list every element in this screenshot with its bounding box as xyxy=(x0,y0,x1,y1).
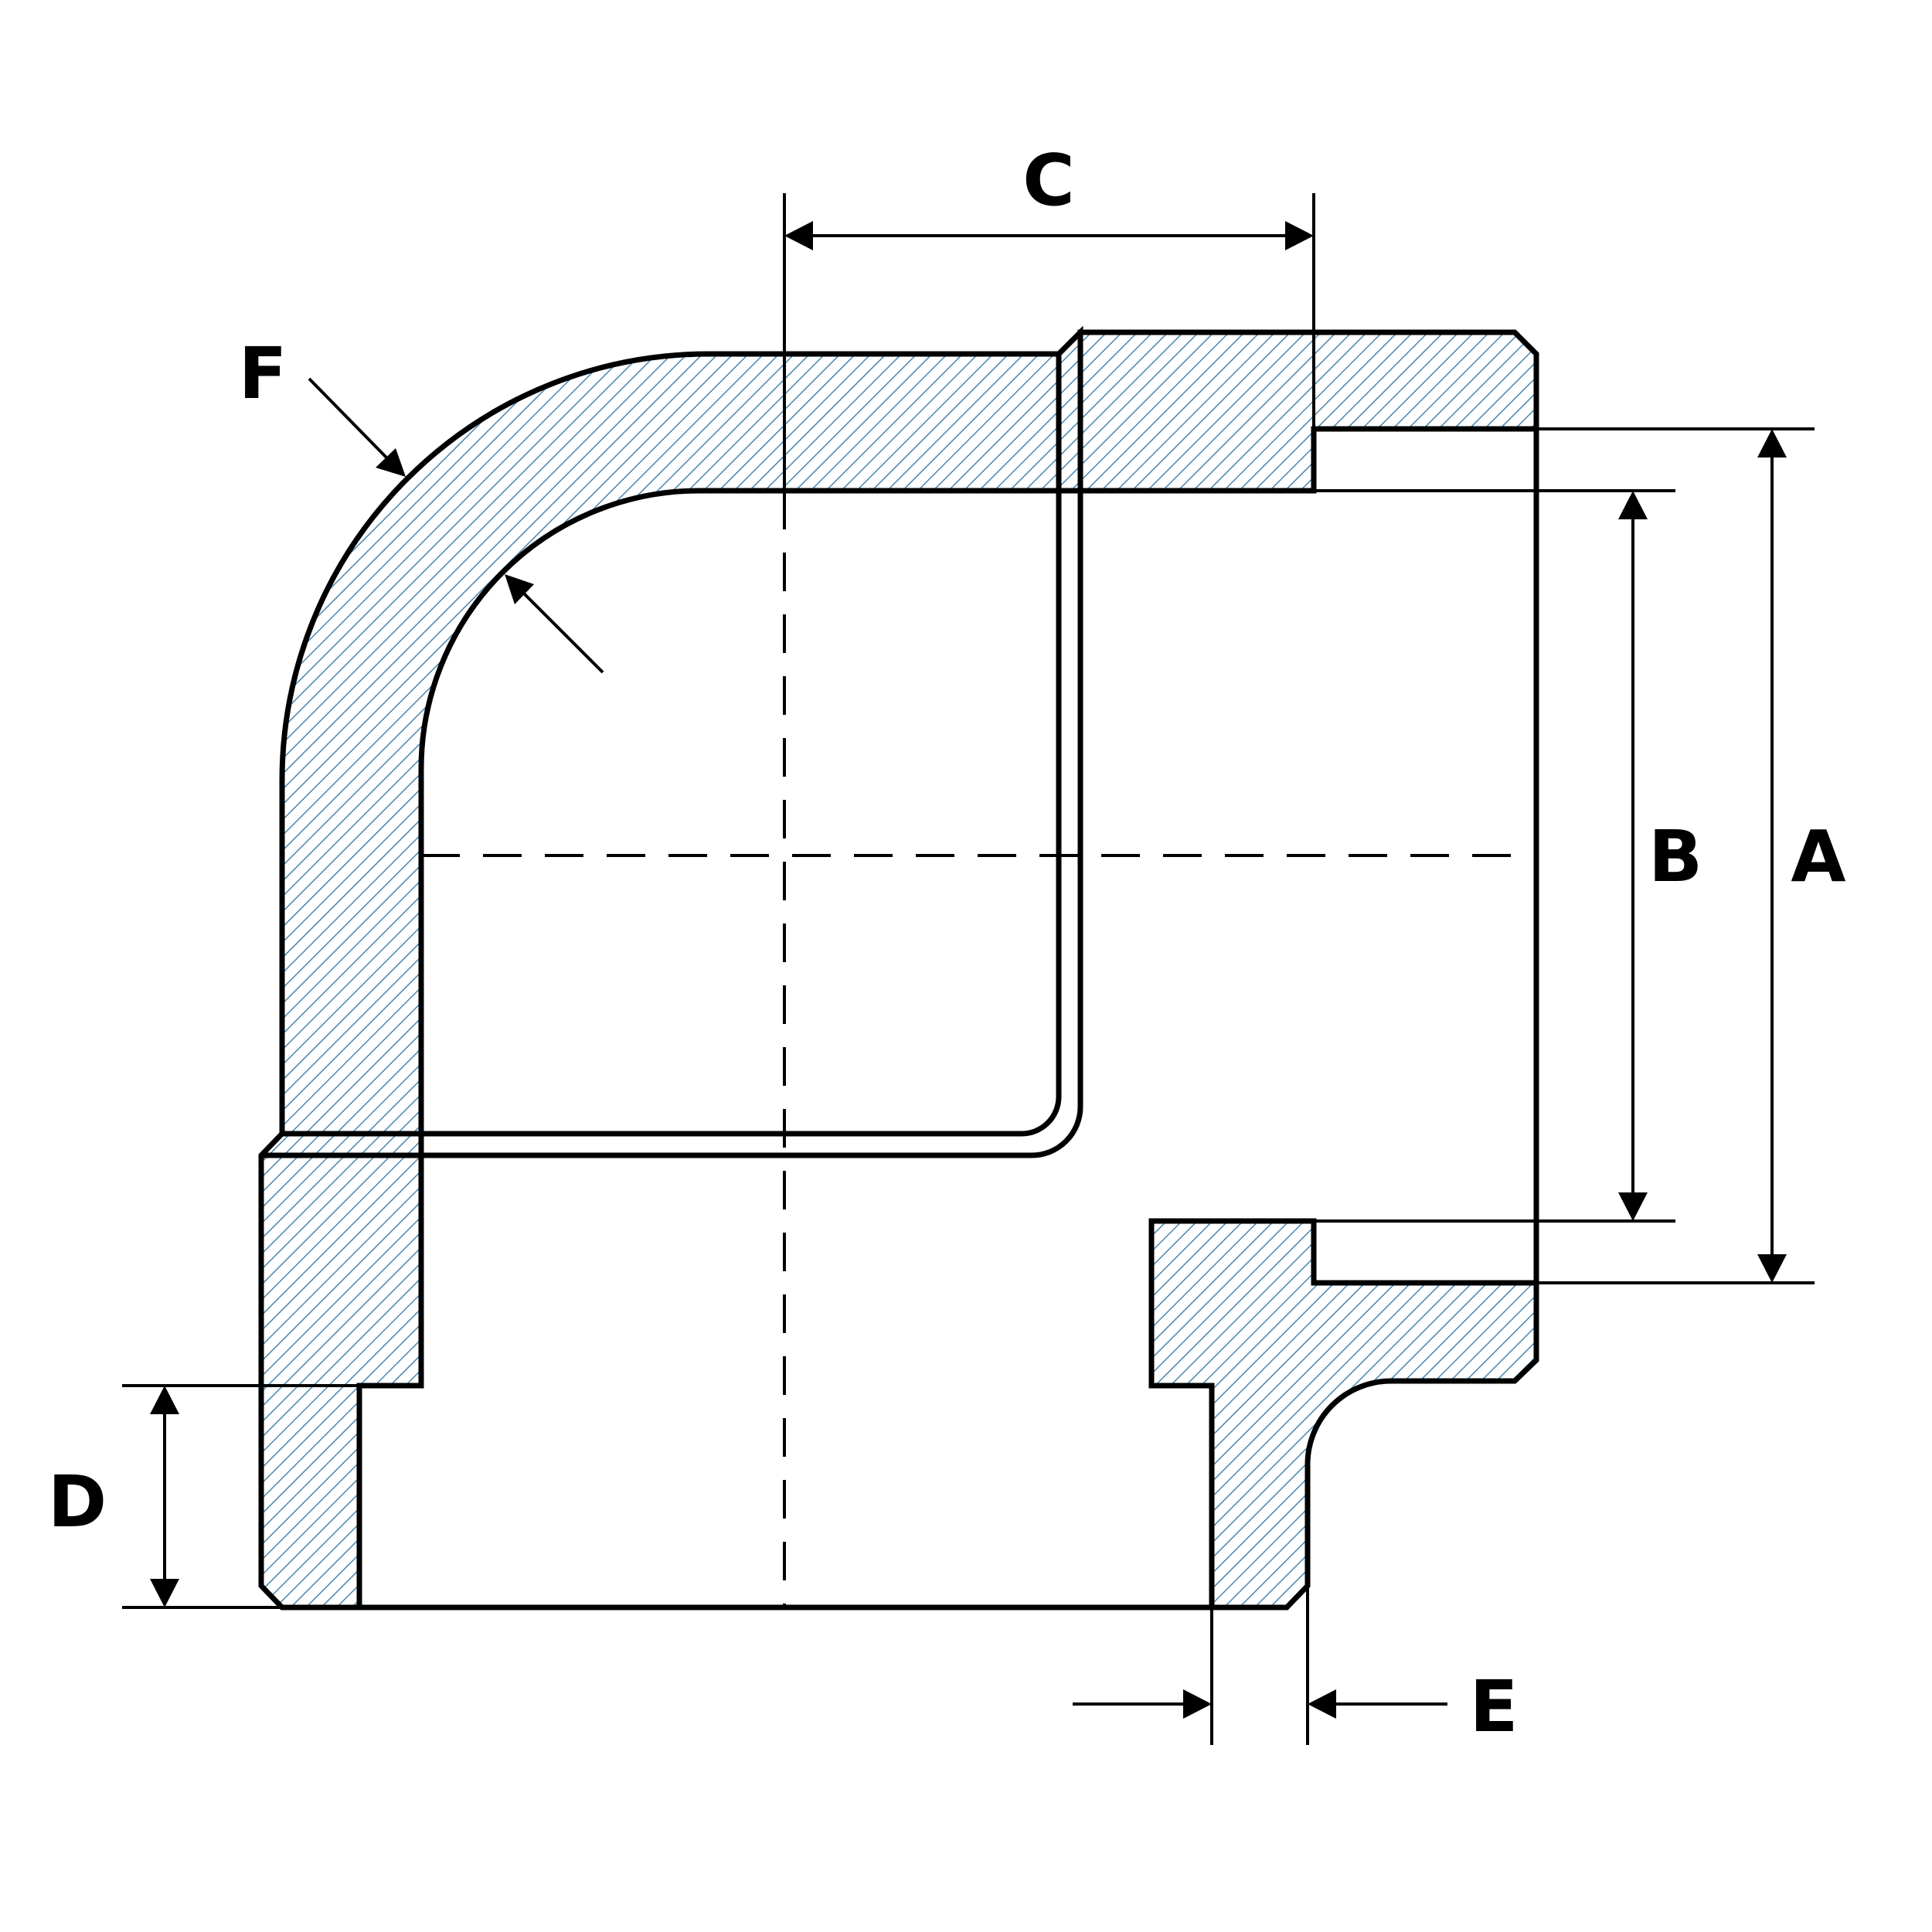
dimension-f-leader-outer xyxy=(308,377,388,459)
dimension-e-arrow-left xyxy=(1183,1689,1212,1719)
bottom-right-socket-wall xyxy=(1148,1218,1539,1611)
dimension-b-label: B xyxy=(1648,815,1702,898)
dimension-d-arrow-top xyxy=(150,1386,179,1414)
inner-insert-outer-outline xyxy=(261,332,1083,1158)
dimension-c-arrow-right xyxy=(1285,221,1314,250)
dimension-f-label: F xyxy=(239,332,287,415)
top-socket-wall xyxy=(1077,329,1539,494)
dimension-a-label: A xyxy=(1791,815,1845,898)
dimension-e-arrow-right xyxy=(1308,1689,1336,1719)
dimension-f-arrow-inner xyxy=(505,574,534,604)
dimension-f-leader-inner xyxy=(522,592,604,674)
dimension-c-label: C xyxy=(1022,139,1075,222)
threaded-shoulder-left xyxy=(1056,325,1083,494)
elbow-bend-wall xyxy=(279,351,1062,1137)
dimension-b-arrow-top xyxy=(1618,491,1648,519)
dimension-c-arrow-left xyxy=(784,221,813,250)
dimension-d-label: D xyxy=(48,1461,107,1543)
dimension-a-arrow-bottom xyxy=(1757,1254,1787,1283)
inner-insert-outline xyxy=(421,354,1062,1137)
left-socket-wall xyxy=(258,1131,424,1611)
dimension-b-arrow-bottom xyxy=(1618,1192,1648,1221)
dimension-e-label: E xyxy=(1470,1665,1519,1748)
dimension-a-arrow-top xyxy=(1757,429,1787,457)
dimension-d-arrow-bottom xyxy=(150,1579,179,1607)
dimension-f-arrow-outer xyxy=(376,448,406,477)
